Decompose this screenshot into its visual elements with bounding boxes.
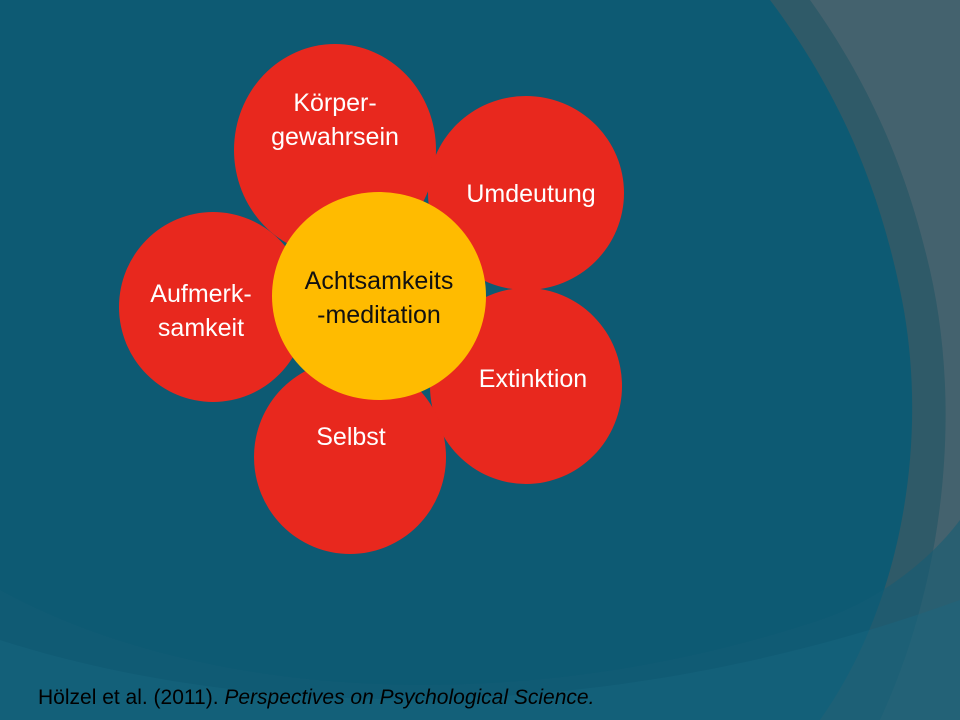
petal-label-umdeutung: Umdeutung: [466, 180, 596, 208]
citation-authors: Hölzel et al. (2011).: [38, 686, 225, 709]
center-label: Achtsamkeits -meditation: [304, 267, 454, 329]
citation: Hölzel et al. (2011). Perspectives on Ps…: [38, 686, 594, 710]
petal-label-koerpergewahrsein: Körper- gewahrsein: [271, 89, 399, 151]
petal-label-aufmerksamkeit: Aufmerk- samkeit: [150, 280, 252, 342]
citation-journal: Perspectives on Psychological Science.: [224, 686, 595, 709]
petal-label-extinktion: Extinktion: [478, 365, 588, 393]
petal-label-selbst: Selbst: [316, 423, 386, 451]
center-circle: [272, 192, 486, 400]
